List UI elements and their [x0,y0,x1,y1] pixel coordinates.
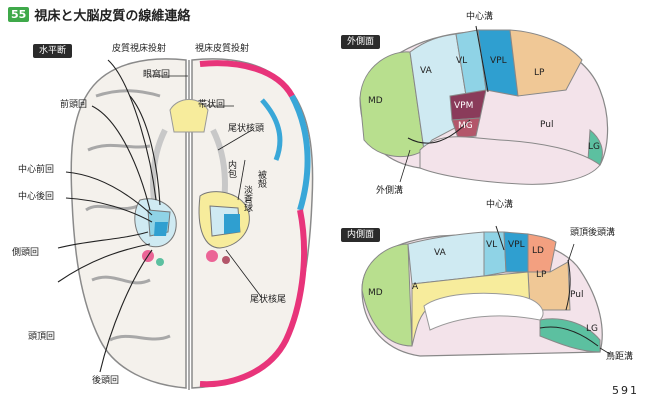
lat-region-label-pul: Pul [540,120,554,130]
calcarine-sulcus-line [539,326,599,347]
label-frontal-gyrus: 前頭回 [60,100,88,110]
left-gyri [85,89,171,342]
med-label-calcarine: 鳥距溝 [606,352,634,362]
lateral-surface [359,25,609,185]
label-putamen: 被殻 [256,170,266,188]
right-cortex-frontal [199,60,295,98]
label-cingulate-gyrus: 帯状回 [198,100,226,110]
med-region-label-ld: LD [532,246,544,256]
label-caudate-tail: 尾状核尾 [250,295,287,305]
header-corticothalamic: 皮質視床投射 [112,44,167,54]
lat-region-label-vpl: VPL [490,56,507,66]
tag-lateral: 外側面 [341,35,381,49]
figure-title: 55 視床と大脳皮質の線維連絡 [8,5,190,24]
tag-medial: 内側面 [341,228,381,242]
header-thalamocortical: 視床皮質投射 [195,44,250,54]
med-region-label-lp: LP [536,270,547,280]
right-cortex-posterior [199,209,307,388]
tag-horizontal: 水平断 [33,44,73,58]
label-postcentral-gyrus: 中心後回 [18,192,55,202]
med-region-vl [483,231,507,277]
right-cortex-sulcus [260,98,283,161]
medial-surface [361,225,611,357]
med-region-label-md: MD [368,288,383,298]
med-region-label-lg: LG [586,324,598,334]
right-cortex-central [289,94,311,211]
lateral-sulcus-line [407,119,471,144]
lat-region-label-vpm: VPM [454,101,474,111]
lat-region-label-lg: LG [588,142,600,152]
horizontal-section [57,58,314,390]
page-number: 591 [612,384,639,397]
corticothalamic-fibers [57,59,161,373]
lat-label-lateral-sulcus: 外側溝 [376,186,404,196]
med-region-label-vl: VL [486,240,498,250]
right-leader-lines [150,75,263,299]
lat-region-label-vl: VL [456,56,468,66]
lat-label-central-sulcus: 中心溝 [466,12,494,22]
label-orbital-gyrus: 眼窩回 [143,70,171,80]
med-label-central-sulcus: 中心溝 [486,200,514,210]
med-region-label-va: VA [434,248,446,258]
med-region-label-pul: Pul [570,290,584,300]
med-label-parieto-occipital: 頭頂後頭溝 [570,228,616,238]
med-region-label-a: A [412,282,419,292]
med-region-vpl [503,231,529,273]
label-internal-capsule: 内包 [226,160,236,178]
lat-region-label-mg: MG [458,121,473,131]
lat-region-lp [509,29,583,97]
lat-region-label-lp: LP [534,68,545,78]
med-region-ld [527,233,557,273]
label-temporal-gyrus: 側頭回 [12,248,40,258]
central-sulcus-line [475,25,489,93]
left-thalamus [134,198,177,266]
label-globus-pallidus: 淡蒼球 [242,185,252,212]
label-occipital-gyrus: 後頭回 [92,376,120,386]
parieto-occipital-line [565,259,571,311]
med-region-label-vpl: VPL [508,240,525,250]
label-parietal-gyrus: 頭頂回 [28,332,56,342]
lat-region-label-md: MD [368,96,383,106]
label-precentral-gyrus: 中心前回 [18,165,55,175]
label-caudate-head: 尾状核頭 [228,124,265,134]
right-thalamus [198,191,250,264]
lat-region-label-va: VA [420,66,432,76]
cingulate-region [169,99,209,133]
figure-title-text: 視床と大脳皮質の線維連絡 [34,9,191,24]
figure-number-badge: 55 [8,7,30,22]
